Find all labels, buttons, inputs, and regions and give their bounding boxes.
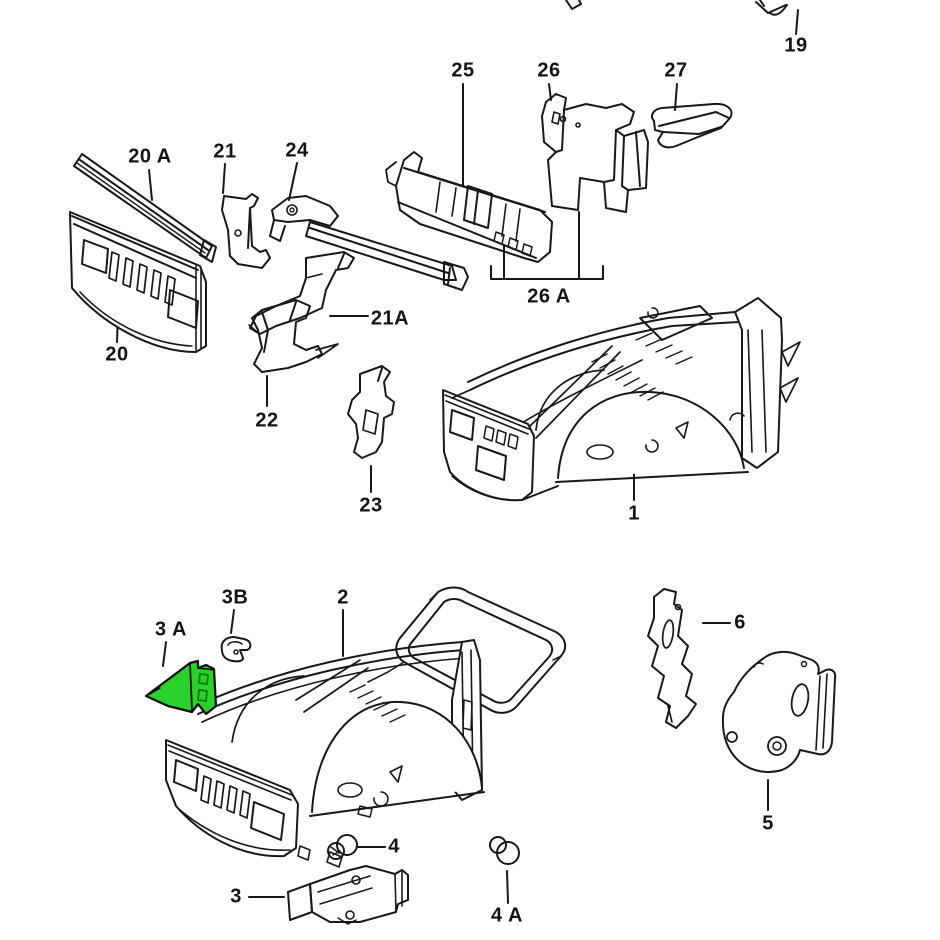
part-label-3: 3: [230, 885, 242, 908]
part-label-21a: 21A: [370, 307, 410, 330]
part-label-20: 20: [105, 343, 129, 366]
part-20-drawing: [69, 211, 207, 353]
part-23-drawing: [347, 365, 395, 459]
part-label-27: 27: [664, 59, 688, 82]
part-label-21: 21: [213, 140, 237, 163]
top-edge-fragment: [565, 0, 582, 10]
part-label-22: 22: [255, 409, 279, 432]
part-label-2: 2: [337, 586, 349, 609]
part-label-3a: 3 A: [155, 618, 187, 641]
part-3a-drawing: [144, 659, 218, 716]
part-label-4: 4: [388, 835, 400, 858]
part-label-3b: 3B: [221, 586, 249, 609]
part-22-drawing: [251, 299, 339, 373]
part-label-20a: 20 A: [128, 145, 172, 168]
part-label-24: 24: [285, 139, 309, 162]
part-25-drawing: [385, 151, 553, 263]
part-19-drawing: [755, 0, 788, 16]
part-2-drawing: [165, 586, 567, 868]
part-1-drawing: [442, 297, 801, 502]
part-21-drawing: [221, 193, 271, 269]
part-6-drawing: [647, 588, 697, 729]
part-label-25: 25: [451, 59, 475, 82]
part-label-4a: 4 A: [491, 904, 523, 927]
part-24-drawing: [269, 195, 469, 291]
part-5-drawing: [721, 650, 837, 773]
part-label-5: 5: [762, 812, 774, 835]
part-21a-drawing: [248, 251, 355, 335]
part-label-1: 1: [628, 502, 640, 525]
part-26-drawing: [541, 93, 649, 213]
part-label-6: 6: [734, 611, 746, 634]
part-label-26a: 26 A: [527, 285, 571, 308]
part-label-19: 19: [784, 34, 808, 57]
part-3-drawing: [287, 865, 409, 925]
part-4a-drawing: [489, 836, 520, 865]
part-4-drawing: [327, 834, 358, 860]
part-20a-drawing: [73, 153, 217, 263]
part-label-23: 23: [359, 494, 383, 517]
part-label-26: 26: [537, 59, 561, 82]
part-3b-drawing: [220, 636, 252, 663]
part-27-drawing: [651, 102, 733, 149]
